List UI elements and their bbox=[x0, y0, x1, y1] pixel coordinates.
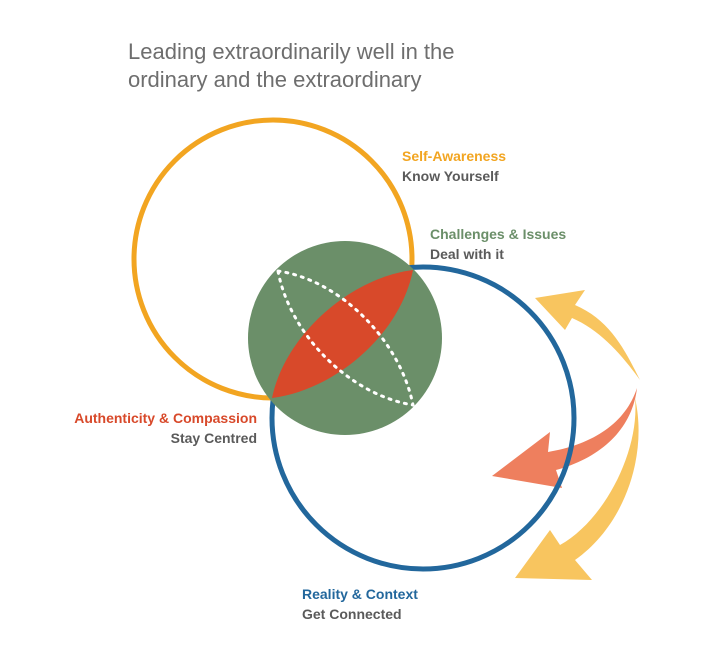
reality-context-ring bbox=[269, 264, 577, 572]
label-reality: Reality & Context Get Connected bbox=[302, 584, 418, 624]
arrow-top-light bbox=[535, 290, 640, 380]
challenges-sub: Deal with it bbox=[430, 246, 504, 262]
arrow-middle-coral bbox=[492, 388, 637, 488]
label-authenticity: Authenticity & Compassion Stay Centred bbox=[40, 408, 257, 448]
reality-heading: Reality & Context bbox=[302, 586, 418, 602]
challenges-heading: Challenges & Issues bbox=[430, 226, 567, 242]
label-challenges: Challenges & Issues Deal with it bbox=[430, 224, 566, 264]
self-awareness-sub: Know Yourself bbox=[402, 168, 499, 184]
arrow-bottom-light bbox=[515, 398, 639, 580]
diagram-title: Leading extraordinarily well in the ordi… bbox=[128, 38, 548, 94]
reality-sub: Get Connected bbox=[302, 606, 402, 622]
authenticity-lens bbox=[272, 270, 413, 398]
title-line-2: ordinary and the extraordinary bbox=[128, 67, 422, 92]
authenticity-sub: Stay Centred bbox=[170, 430, 257, 446]
title-line-1: Leading extraordinarily well in the bbox=[128, 39, 455, 64]
dotted-lens-outline bbox=[276, 269, 415, 407]
authenticity-heading: Authenticity & Compassion bbox=[74, 410, 257, 426]
label-self-awareness: Self-Awareness Know Yourself bbox=[402, 146, 506, 186]
self-awareness-heading: Self-Awareness bbox=[402, 148, 507, 164]
